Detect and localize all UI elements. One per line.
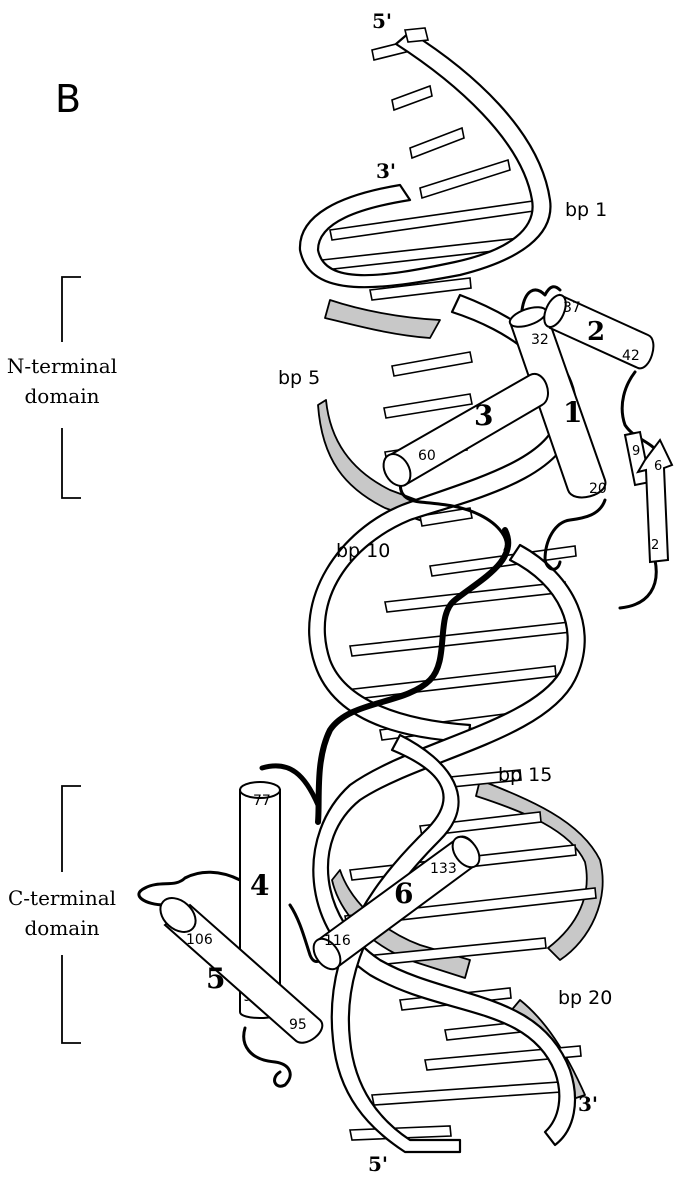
dna-top-strand-tip	[405, 28, 428, 42]
helix-4-label: 4	[250, 869, 269, 902]
helix-2-start: 37	[563, 300, 581, 316]
n-terminal-line2: domain	[24, 384, 99, 408]
loop-helix5-end	[244, 1028, 290, 1086]
c-terminal-line2: domain	[24, 916, 99, 940]
helix-3-label: 3	[474, 399, 493, 432]
helix-5-end: 95	[289, 1017, 307, 1033]
helix-6-label: 6	[394, 877, 413, 910]
bp10-label: bp 10	[336, 540, 390, 562]
n-terminal-line1: N-terminal	[7, 354, 117, 378]
helix-5-start: 106	[186, 932, 213, 948]
bp1-label: bp 1	[565, 199, 607, 221]
dna-back-strand-1	[325, 300, 440, 338]
strand-label-a: 9	[632, 444, 640, 459]
panel-label: B	[55, 77, 81, 121]
dna-back-strand-3	[476, 780, 603, 960]
helix-6-end: 133	[430, 861, 457, 877]
helix-1-end: 20	[589, 481, 607, 497]
dna-bottom-5-prime: 5'	[368, 1152, 388, 1176]
dna-top-3-prime: 3'	[376, 159, 396, 183]
n-terminal-bracket: N-terminal domain	[7, 277, 117, 498]
helix-1-start: 32	[531, 332, 549, 348]
dna-bottom-3-prime: 3'	[578, 1092, 598, 1116]
helix-1-label: 1	[563, 396, 582, 429]
helix-6-start: 116	[324, 933, 351, 949]
helix-5-label: 5	[206, 962, 225, 995]
helix-3-start: 60	[418, 448, 436, 464]
strand-label-b: 6	[654, 459, 662, 474]
loop-strand-c-tail	[620, 560, 656, 608]
helix-5: 5 106 95	[154, 891, 323, 1043]
bp5-label: bp 5	[278, 367, 320, 389]
loop-helix4-helix5	[139, 872, 240, 905]
helix-2-label: 2	[587, 317, 605, 347]
bp15-label: bp 15	[498, 764, 552, 786]
beta-strand: 9 6 2	[625, 432, 672, 562]
c-terminal-bracket: C-terminal domain	[8, 786, 116, 1043]
helix-2-end: 42	[622, 348, 640, 364]
strand-label-c: 2	[651, 538, 659, 553]
helix-4-start: 77	[253, 793, 271, 809]
dna-helix	[300, 28, 603, 1152]
dna-top-5-prime: 5'	[372, 9, 392, 33]
c-terminal-line1: C-terminal	[8, 886, 116, 910]
bp20-label: bp 20	[558, 987, 612, 1009]
